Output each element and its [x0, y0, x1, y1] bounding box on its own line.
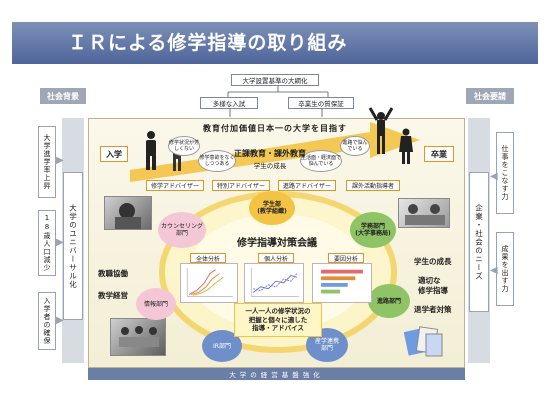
advisor-box: 修学アドバイザー [146, 180, 204, 191]
documents-icon [404, 326, 443, 357]
right-outcome: 退学者対策 [414, 305, 452, 314]
analysis-label: 個人分析 [258, 253, 294, 263]
arrow-right-icon: ▶ [56, 315, 64, 326]
factor-analysis-chart [312, 263, 372, 303]
council-title: 修学指導対策会議 [237, 237, 317, 249]
concern-bubble: 修学意欲をなくしつつある [198, 150, 236, 172]
entry-box: 入学 [100, 146, 128, 162]
deregulation-box: 大学設置基準の大綱化 [231, 74, 319, 86]
arrow-right-icon: ▶ [56, 237, 64, 248]
consultation-photo [398, 198, 450, 228]
info-dept-circle: 情報部門 [136, 288, 176, 320]
graduate-silhouette-icon [368, 107, 394, 154]
right-side-header: 社会要請 [466, 88, 514, 104]
overall-analysis-chart [180, 263, 238, 303]
universal-box: 大学のユニバーサル化 [63, 172, 83, 320]
meeting-photo [110, 318, 166, 356]
right-outcome: 学生の成長 [414, 257, 452, 266]
faculty-circle: 学生部 (教学組織) [249, 191, 295, 225]
left-side-header: 社会背景 [40, 88, 86, 104]
footer-banner: 大学の経営基盤強化 [88, 368, 465, 380]
business-needs-box: 企業・社会のニーズ [469, 172, 489, 312]
academic-affairs-circle: 学務部門 (大学事務局) [350, 212, 396, 248]
left-outcome: 教職協働 [98, 269, 128, 278]
curriculum-label: 正課教育・課外教育 [234, 148, 306, 158]
diverse-admissions-box: 多様な入試 [200, 97, 258, 109]
right-item-2: 成果を出す力 [496, 232, 514, 306]
advisor-box: 課外活動指導者 [346, 180, 400, 191]
student-growth-label: 学生の成長 [253, 162, 287, 170]
concern-bubble: 生活面・経済面で悩んでいる [300, 150, 342, 172]
left-item-2: 18歳人口減少 [38, 210, 56, 276]
analysis-label: 全体分析 [190, 253, 226, 263]
top-down-arrows [229, 109, 323, 117]
guidance-box: 一人一人の修学状況の 把握と個々に適した 指導・アドバイス [234, 303, 322, 337]
career-dept-circle: 進路部門 [368, 284, 410, 318]
left-item-3: 入学者の確保 [38, 292, 56, 350]
mission-banner: 教育付加価値日本一の大学を目指す [203, 123, 347, 133]
counseling-circle: カウンセリング 部門 [158, 212, 206, 248]
graduation-box: 卒業 [424, 146, 454, 162]
graduate-silhouette-icon [399, 128, 413, 164]
arrow-right-icon: ▶ [56, 155, 64, 166]
arrow-left-icon: ◀ [490, 171, 498, 182]
individual-analysis-chart [244, 263, 304, 303]
left-outcome: 教学経営 [98, 291, 128, 300]
right-outcome: 適切な 修学指導 [418, 276, 448, 295]
concern-bubble: 修学状況が芳しくない [168, 136, 200, 156]
advisor-box: 特別アドバイザー [212, 180, 270, 191]
student-photo [104, 196, 152, 230]
left-item-1: 大学進学率上昇 [38, 126, 56, 198]
arrow-left-icon: ◀ [490, 265, 498, 276]
right-item-1: 仕事をこなす力 [496, 132, 514, 214]
analysis-label: 要因分析 [328, 253, 364, 263]
title-bar [12, 22, 538, 64]
slide-title: ＩＲによる修学指導の取り組み [68, 32, 348, 54]
concern-bubble: 進路で悩んでいる [340, 136, 370, 156]
student-silhouette-icon [146, 131, 156, 170]
quality-assurance-box: 卒業生の質保証 [288, 97, 354, 109]
advisor-box: 進路アドバイザー [278, 180, 336, 191]
